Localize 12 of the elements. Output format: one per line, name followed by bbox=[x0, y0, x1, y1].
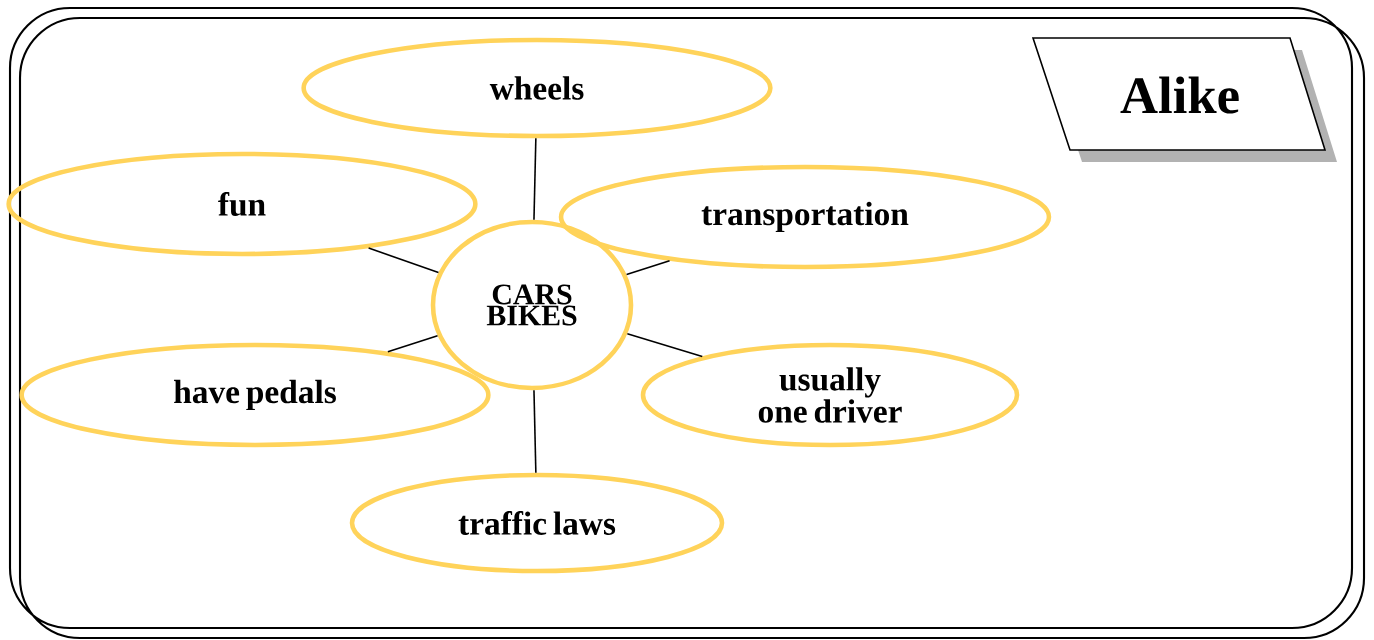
connector-line bbox=[626, 333, 704, 358]
connector-line bbox=[625, 259, 671, 276]
ellipse-bubble: traffic laws bbox=[349, 472, 725, 574]
connector-line bbox=[533, 389, 537, 474]
connector-line bbox=[533, 137, 537, 221]
connector-line bbox=[387, 334, 439, 353]
connector-line bbox=[367, 247, 440, 274]
ellipse-bubble: have pedals bbox=[19, 342, 491, 448]
ellipse-bubble: wheels bbox=[301, 37, 773, 139]
ellipse-bubble: usually one driver bbox=[640, 342, 1020, 448]
ellipse-bubble: transportation bbox=[558, 164, 1052, 270]
ellipse-bubble: fun bbox=[6, 151, 478, 257]
